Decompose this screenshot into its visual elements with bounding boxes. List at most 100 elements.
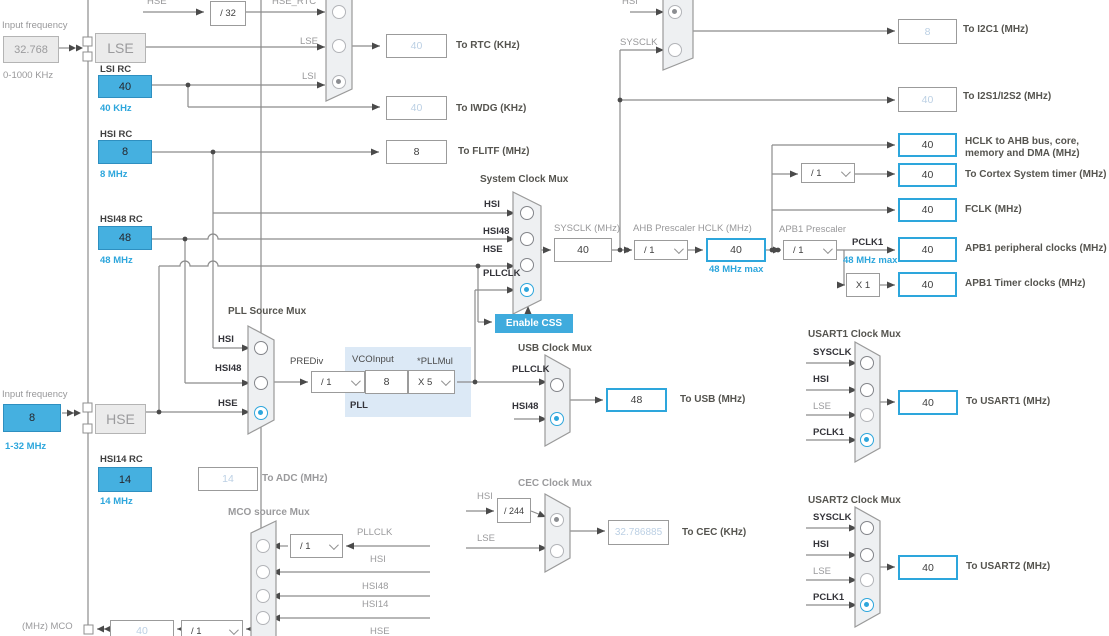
apb1-timer-value-box[interactable]: 40	[898, 272, 957, 297]
lsi-value-box: 40	[98, 75, 152, 98]
usart2-hsi-label: HSI	[813, 539, 829, 550]
cecmux-hsi-label: HSI	[477, 491, 493, 502]
mco-source-mux-title: MCO source Mux	[228, 507, 310, 518]
osc32-pin	[83, 37, 92, 46]
ahb-prescaler-label: AHB Prescaler HCLK (MHz)	[633, 223, 752, 234]
usart1-radio-sysclk[interactable]	[860, 356, 874, 370]
sysmux-radio-hse[interactable]	[520, 258, 534, 272]
osc32-input-value[interactable]: 32.768	[3, 36, 59, 63]
usart1-sysclk-label: SYSCLK	[813, 347, 852, 358]
iwdg-output-label: To IWDG (KHz)	[456, 103, 526, 114]
mcomux-radio-pllclk[interactable]	[256, 539, 270, 553]
usart2-radio-pclk1[interactable]	[860, 598, 874, 612]
usbmux-hsi48-label: HSI48	[512, 401, 538, 412]
lsi-title: LSI RC	[100, 64, 131, 75]
i2c-mux-radio-hsi[interactable]	[668, 5, 682, 19]
usart2-radio-hsi[interactable]	[860, 548, 874, 562]
cecmux-radio-hsi[interactable]	[550, 513, 564, 527]
osc-input-value[interactable]: 8	[3, 404, 61, 432]
mcomux-radio-hsi[interactable]	[256, 565, 270, 579]
mco-pllclk-prescaler-dropdown[interactable]: / 1	[290, 534, 343, 558]
usart2-clock-mux-title: USART2 Clock Mux	[808, 495, 901, 506]
cortex-timer-label: To Cortex System timer (MHz)	[965, 169, 1107, 180]
i2c-mux-radio-sysclk[interactable]	[668, 43, 682, 57]
mco-pllclk-label: PLLCLK	[357, 527, 392, 538]
usart2-lse-label: LSE	[813, 566, 831, 577]
cortex-prescaler-dropdown[interactable]: / 1	[801, 163, 855, 183]
hse-top-label: HSE	[147, 0, 167, 7]
usart1-radio-pclk1[interactable]	[860, 433, 874, 447]
hclk-ahb-value-box[interactable]: 40	[898, 133, 957, 157]
apb1-timer-multiplier: X 1	[846, 273, 880, 297]
hsi14-title: HSI14 RC	[100, 454, 143, 465]
rtc-output-label: To RTC (KHz)	[456, 40, 520, 51]
usbmux-radio-pllclk[interactable]	[550, 378, 564, 392]
pll-source-mux-title: PLL Source Mux	[228, 306, 306, 317]
enable-css-button[interactable]: Enable CSS	[495, 314, 573, 333]
pllmux-radio-hsi[interactable]	[254, 341, 268, 355]
mco-output-label: (MHz) MCO	[22, 621, 73, 632]
vco-input-label: VCOInput	[352, 354, 394, 365]
mcomux-radio-hsi14[interactable]	[256, 611, 270, 625]
rtc-mux-lse-label: LSE	[300, 36, 318, 47]
sysmux-radio-pllclk[interactable]	[520, 283, 534, 297]
sysmux-radio-hsi48[interactable]	[520, 232, 534, 246]
pllmux-hse-label: HSE	[218, 398, 238, 409]
pllmux-radio-hsi48[interactable]	[254, 376, 268, 390]
apb1-timer-label: APB1 Timer clocks (MHz)	[965, 278, 1085, 289]
rtc-mux-radio-lse[interactable]	[332, 39, 346, 53]
usb-clock-mux-title: USB Clock Mux	[518, 343, 592, 354]
sysmux-radio-hsi[interactable]	[520, 206, 534, 220]
pllmul-dropdown[interactable]: X 5	[408, 370, 455, 394]
hclk-ahb-label-line2: memory and DMA (MHz)	[965, 148, 1080, 159]
mco-hsi-label: HSI	[370, 554, 386, 565]
rtc-mux-radio-hse[interactable]	[332, 5, 346, 19]
chevron-down-icon	[229, 625, 239, 635]
chevron-down-icon	[441, 376, 451, 386]
ahb-prescaler-dropdown[interactable]: / 1	[634, 240, 688, 260]
chevron-down-icon	[351, 376, 361, 386]
flitf-output-label: To FLITF (MHz)	[458, 146, 529, 157]
usart1-radio-hsi[interactable]	[860, 383, 874, 397]
osc-input-label: Input frequency	[2, 389, 68, 400]
i2s-value-box: 40	[898, 87, 957, 112]
osc-range: 1-32 MHz	[5, 441, 46, 452]
hclk-max-label: 48 MHz max	[709, 264, 763, 275]
usb-output-label: To USB (MHz)	[680, 394, 745, 405]
hsi14-freq: 14 MHz	[100, 496, 133, 507]
osc32-range: 0-1000 KHz	[3, 70, 53, 81]
pllmux-radio-hse[interactable]	[254, 406, 268, 420]
flitf-value-box: 8	[386, 140, 447, 164]
usart2-radio-lse[interactable]	[860, 573, 874, 587]
osc32-input-label: Input frequency	[2, 20, 68, 31]
usart1-radio-lse[interactable]	[860, 408, 874, 422]
mco-output-prescaler-dropdown[interactable]: / 1	[181, 620, 243, 636]
apb1-prescaler-dropdown[interactable]: / 1	[783, 240, 837, 260]
hse-box: HSE	[95, 404, 146, 434]
apb1-prescaler-label: APB1 Prescaler	[779, 224, 846, 235]
rtc-mux-radio-lsi[interactable]	[332, 75, 346, 89]
hsi-value-box: 8	[98, 140, 152, 164]
hclk-value-box[interactable]: 40	[706, 238, 766, 262]
mcomux-radio-hsi48[interactable]	[256, 589, 270, 603]
vco-input-value-box: 8	[365, 370, 408, 394]
hclk-ahb-label-line1: HCLK to AHB bus, core,	[965, 136, 1079, 147]
iwdg-value-box: 40	[386, 96, 447, 120]
usart2-radio-sysclk[interactable]	[860, 521, 874, 535]
usb-value-box: 48	[606, 388, 667, 412]
cec-value-box: 32.786885	[608, 520, 669, 545]
prediv-dropdown[interactable]: / 1	[311, 371, 365, 393]
i2s-output-label: To I2S1/I2S2 (MHz)	[963, 91, 1051, 102]
usart2-value-box: 40	[898, 555, 958, 580]
cec-clock-mux-title: CEC Clock Mux	[518, 478, 592, 489]
usart1-value-box: 40	[898, 390, 958, 415]
usart2-output-label: To USART2 (MHz)	[966, 561, 1050, 572]
fclk-value-box[interactable]: 40	[898, 198, 957, 222]
apb1-peripheral-value-box[interactable]: 40	[898, 237, 957, 262]
lse-box: LSE	[95, 33, 146, 63]
cortex-timer-value-box[interactable]: 40	[898, 163, 957, 187]
chevron-down-icon	[841, 167, 851, 177]
cec-divider-box: / 244	[497, 498, 531, 523]
cecmux-radio-lse[interactable]	[550, 544, 564, 558]
usbmux-radio-hsi48[interactable]	[550, 412, 564, 426]
